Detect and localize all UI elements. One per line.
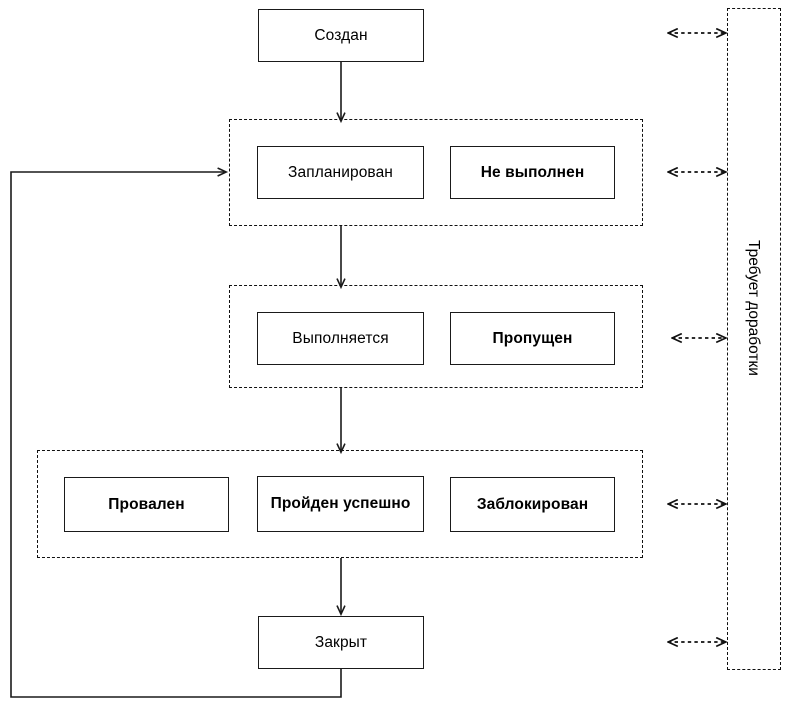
state-box-zakryt[interactable]: Закрыт: [258, 616, 424, 669]
state-label: Заблокирован: [476, 495, 589, 513]
state-box-zaplanirovan[interactable]: Запланирован: [257, 146, 424, 199]
state-label: Создан: [314, 26, 368, 44]
rework-panel-label: Требует доработки: [745, 240, 762, 376]
state-label: Выполняется: [292, 329, 389, 347]
state-box-provalen[interactable]: Провален: [64, 477, 229, 532]
state-label: Пропущен: [492, 329, 573, 347]
state-label: Провален: [108, 495, 185, 513]
state-label: Закрыт: [314, 633, 368, 651]
state-label: Пройден успешно: [270, 495, 411, 513]
state-label: Не выполнен: [480, 163, 585, 181]
state-label: Запланирован: [288, 163, 393, 181]
state-box-ne-vypolnen[interactable]: Не выполнен: [450, 146, 615, 199]
state-box-sozdan[interactable]: Создан: [258, 9, 424, 62]
state-box-vypolnyaetsya[interactable]: Выполняется: [257, 312, 424, 365]
state-box-propuschen[interactable]: Пропущен: [450, 312, 615, 365]
state-box-zablokirovan[interactable]: Заблокирован: [450, 477, 615, 532]
state-box-proyden-uspeshno[interactable]: Пройден успешно: [257, 476, 424, 532]
